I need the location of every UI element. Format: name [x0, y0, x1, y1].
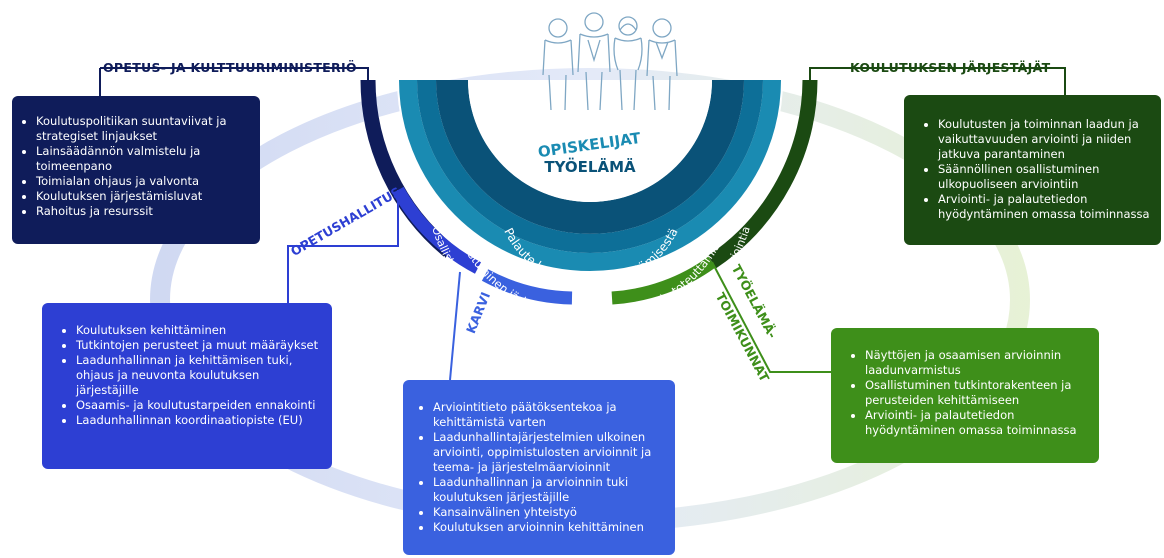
list-item: Arviointi- ja palautetiedon hyödyntämine… [938, 192, 1153, 222]
list-item: Toimialan ohjaus ja valvonta [36, 174, 248, 189]
list-item: Lainsäädännön valmistelu ja toimeenpano [36, 144, 248, 174]
opetushallitus-arc [392, 186, 482, 274]
teal-middle-band [417, 80, 763, 253]
okm-box: Koulutuspolitiikan suuntaviivat ja strat… [12, 96, 260, 244]
list-item: Arviointi- ja palautetiedon hyödyntämine… [865, 408, 1089, 438]
list-item: Tutkintojen perusteet ja muut määräykset [76, 338, 322, 353]
list-item: Arviointitieto päätöksentekoa ja kehittä… [433, 400, 661, 430]
jarjestajat-box: Koulutusten ja toiminnan laadun ja vaiku… [904, 95, 1161, 245]
list-item: Koulutuksen kehittäminen [76, 323, 322, 338]
list-item: Laadunhallinnan ja arvioinnin tuki koulu… [433, 475, 661, 505]
teal-outer-band [398, 80, 782, 272]
list-item: Koulutusten ja toiminnan laadun ja vaiku… [938, 117, 1153, 162]
karvi-list: Arviointitieto päätöksentekoa ja kehittä… [413, 400, 661, 535]
list-item: Rahoitus ja resurssit [36, 204, 248, 219]
karvi-arc [481, 269, 573, 305]
list-item: Laadunhallintajärjestelmien ulkoinen arv… [433, 430, 661, 475]
list-item: Osaamis- ja koulutustarpeiden ennakointi [76, 398, 322, 413]
center-title-tyoelama: TYÖELÄMÄ [544, 157, 636, 176]
list-item: Laadunhallinnan ja kehittämisen tuki, oh… [76, 353, 322, 398]
connector-lines [99, 67, 1066, 381]
toimikunnat-arc [611, 256, 716, 305]
center-circle [468, 80, 712, 202]
list-item: Säännöllinen osallistuminen ulkopuolisee… [938, 162, 1153, 192]
list-item: Kansainvälinen yhteistyö [433, 505, 661, 520]
teal-inner-band [436, 80, 744, 234]
jarjestajat-list: Koulutusten ja toiminnan laadun ja vaiku… [918, 117, 1153, 222]
toimikunnat-list: Näyttöjen ja osaamisen arvioinnin laadun… [845, 348, 1089, 438]
karvi-box: Arviointitieto päätöksentekoa ja kehittä… [403, 380, 675, 555]
jarjestajat-title: KOULUTUKSEN JÄRJESTÄJÄT [850, 60, 1051, 75]
okm-list: Koulutuspolitiikan suuntaviivat ja strat… [16, 114, 248, 219]
list-item: Koulutuksen arvioinnin kehittäminen [433, 520, 661, 535]
toimikunnat-box: Näyttöjen ja osaamisen arvioinnin laadun… [831, 328, 1099, 463]
list-item: Näyttöjen ja osaamisen arvioinnin laadun… [865, 348, 1089, 378]
opetushallitus-list: Koulutuksen kehittäminen Tutkintojen per… [56, 323, 322, 428]
list-item: Laadunhallinnan koordinaatiopiste (EU) [76, 413, 322, 428]
jarjestajat-arc [707, 79, 818, 269]
okm-title: OPETUS- JA KULTTUURIMINISTERIÖ [103, 60, 357, 75]
people-illustration [542, 12, 678, 111]
teal-outline [397, 79, 783, 273]
list-item: Koulutuksen järjestämisluvat [36, 189, 248, 204]
list-item: Osallistuminen tutkintorakenteen ja peru… [865, 378, 1089, 408]
opetushallitus-box: Koulutuksen kehittäminen Tutkintojen per… [42, 303, 332, 469]
list-item: Koulutuspolitiikan suuntaviivat ja strat… [36, 114, 248, 144]
